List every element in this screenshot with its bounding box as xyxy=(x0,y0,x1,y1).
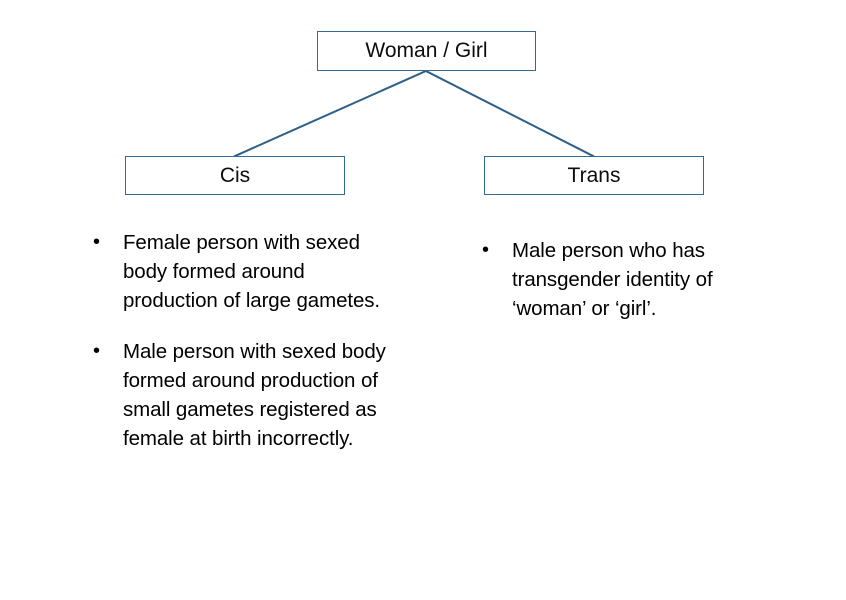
node-cis-label: Cis xyxy=(219,163,251,187)
node-trans-label: Trans xyxy=(567,163,621,187)
list-item: • Female person with sexed body formed a… xyxy=(86,228,391,315)
node-woman-girl[interactable]: Woman / Girl xyxy=(317,31,536,71)
connector-root-to-cis xyxy=(233,69,428,158)
connector-root-to-trans xyxy=(424,69,595,158)
bullet-list-trans: • Male person who has transgender identi… xyxy=(475,236,725,323)
list-item-text: Male person who has transgender identity… xyxy=(512,239,713,320)
bullet-point-icon: • xyxy=(93,340,100,362)
bullet-list-cis: • Female person with sexed body formed a… xyxy=(86,228,391,453)
list-item-text: Male person with sexed body formed aroun… xyxy=(123,340,386,450)
node-trans[interactable]: Trans xyxy=(484,156,704,195)
list-item-text: Female person with sexed body formed aro… xyxy=(123,231,381,312)
bullet-point-icon: • xyxy=(93,231,100,253)
list-item: • Male person who has transgender identi… xyxy=(475,236,725,323)
list-item: • Male person with sexed body formed aro… xyxy=(86,337,391,453)
node-woman-girl-label: Woman / Girl xyxy=(365,39,488,63)
node-cis[interactable]: Cis xyxy=(125,156,345,195)
bullet-point-icon: • xyxy=(482,239,489,261)
